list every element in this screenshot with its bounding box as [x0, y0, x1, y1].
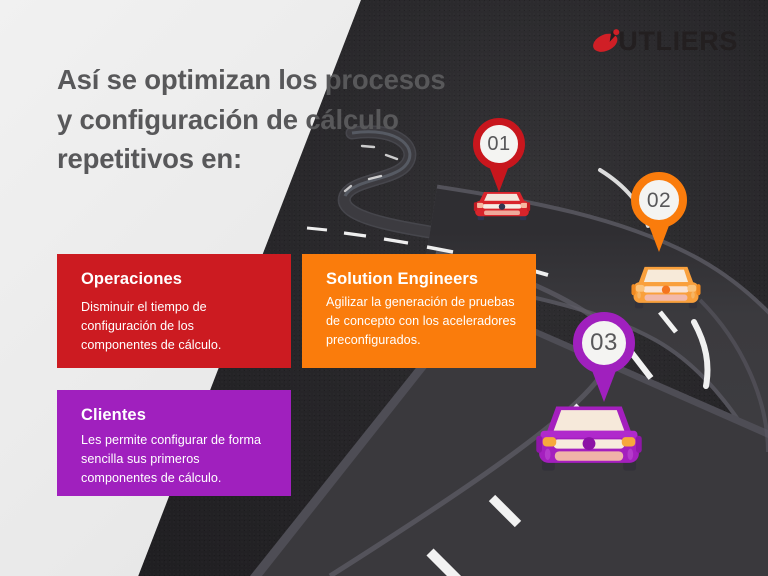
map-pin-01[interactable]: 01 [473, 118, 525, 192]
page-title: Así se optimizan los procesos y configur… [57, 64, 446, 175]
red-car [470, 183, 534, 223]
card-operaciones-title: Operaciones [81, 270, 183, 288]
map-pin-02[interactable]: 02 [631, 172, 687, 252]
map-pin-03-number: 03 [590, 329, 618, 356]
card-solution-engineers-body: Agilizar la generación de pruebas de con… [326, 294, 516, 348]
logo-wordmark: UTLIERS [618, 25, 738, 56]
card-operaciones[interactable]: Operaciones Disminuir el tiempo de confi… [57, 254, 291, 368]
purple-car [532, 398, 646, 478]
card-clientes[interactable]: Clientes Les permite configurar de forma… [57, 390, 291, 496]
map-pin-01-number: 01 [487, 133, 511, 155]
orange-car [628, 260, 704, 313]
card-clientes-body: Les permite configurar de forma sencilla… [81, 432, 262, 486]
card-solution-engineers[interactable]: Solution Engineers Agilizar la generació… [302, 254, 536, 368]
card-operaciones-body: Disminuir el tiempo de configuración de … [81, 299, 222, 353]
outliers-logo: UTLIERS [592, 25, 738, 57]
map-pin-01-circle: 01 [473, 118, 525, 170]
outliers-swoosh-o-icon [592, 27, 622, 55]
map-pin-02-number: 02 [646, 188, 672, 212]
map-pin-02-circle: 02 [631, 172, 687, 228]
map-pin-03-circle: 03 [573, 312, 635, 374]
map-pin-03[interactable]: 03 [573, 312, 635, 402]
card-clientes-title: Clientes [81, 406, 146, 424]
card-solution-engineers-title: Solution Engineers [326, 270, 479, 288]
